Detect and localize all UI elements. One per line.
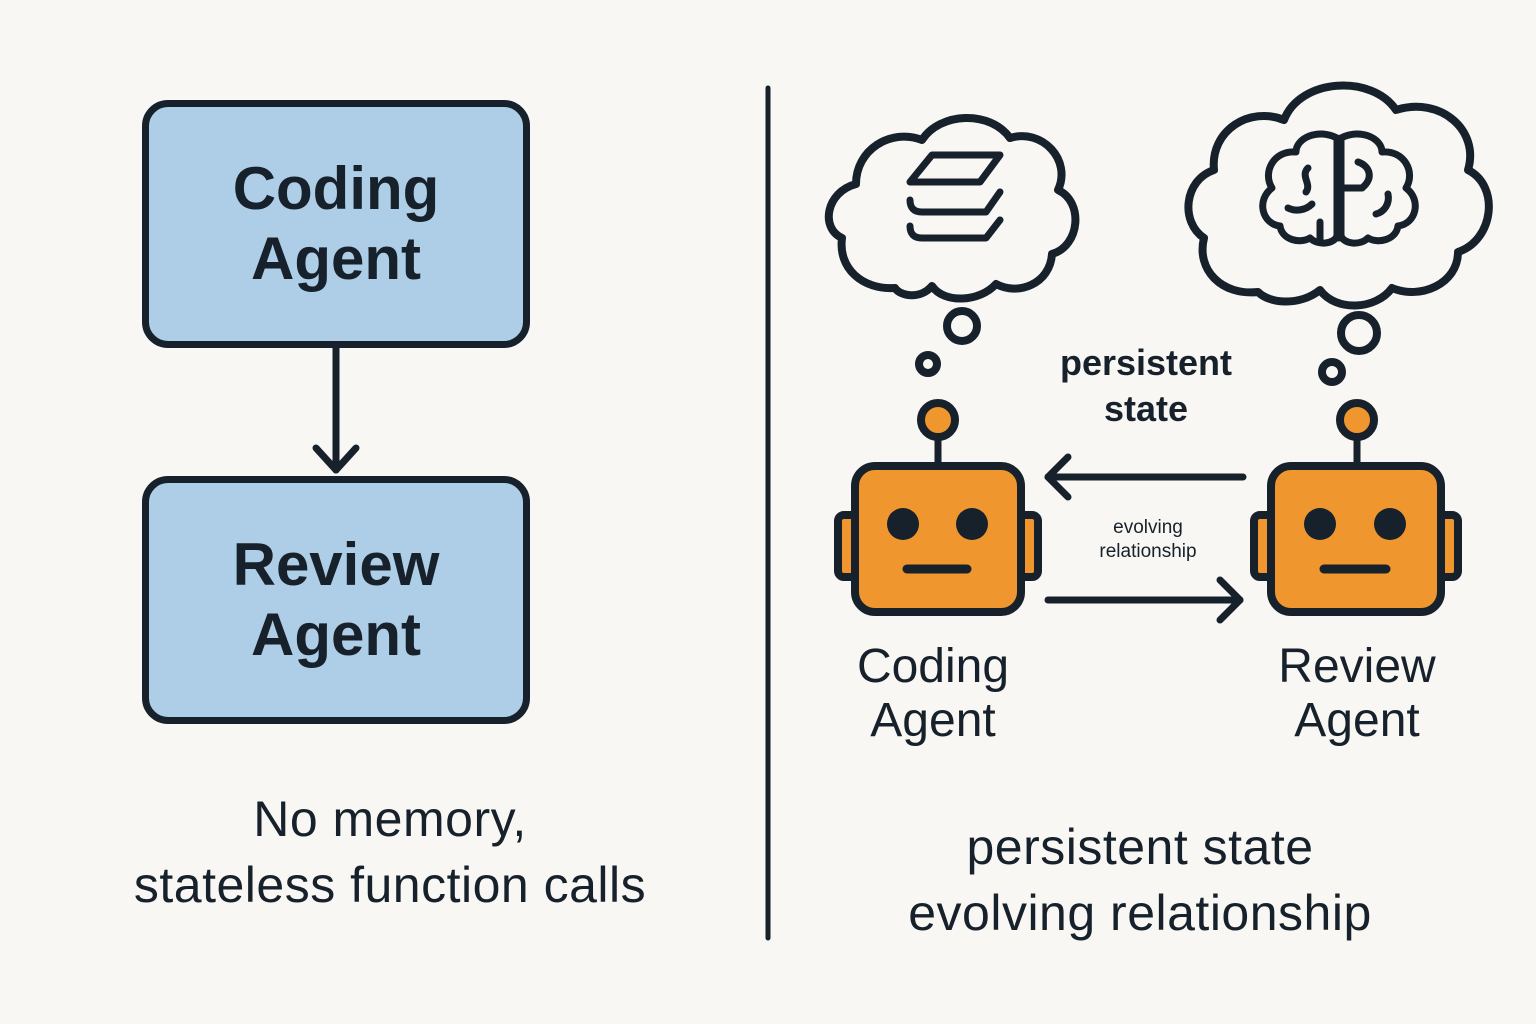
down-arrow: [312, 341, 360, 474]
left-caption-line2: stateless function calls: [133, 857, 647, 913]
right-caption-line2: evolving relationship: [908, 885, 1372, 941]
persistent-state-label-line2: state: [1103, 388, 1189, 429]
left-caption: No memory, stateless function calls: [40, 786, 740, 918]
right-caption: persistent state evolving relationship: [800, 814, 1480, 946]
robot-coding: [834, 399, 1042, 616]
review-agent-box: Review Agent: [142, 476, 530, 724]
persistent-state-label-line1: persistent: [1059, 342, 1233, 383]
thought-cloud-coding: [824, 114, 1080, 377]
evolving-relationship-label: evolving relationship: [1068, 516, 1228, 564]
arrow-coding-to-review: [1044, 576, 1244, 624]
coding-agent-label-line2: Agent: [870, 694, 996, 747]
brain-icon: [1259, 130, 1419, 247]
arrow-review-to-coding: [1044, 453, 1247, 501]
review-agent-label: Review Agent: [1232, 640, 1482, 748]
review-agent-label-line2: Agent: [1294, 694, 1420, 747]
left-caption-line1: No memory,: [253, 791, 527, 847]
evolving-relationship-label-line1: evolving: [1113, 517, 1183, 538]
stack-layers-icon: [906, 151, 1004, 242]
coding-agent-box-line1: Coding: [232, 155, 440, 222]
persistent-state-label: persistent state: [1030, 340, 1262, 432]
evolving-relationship-label-line2: relationship: [1099, 541, 1197, 562]
coding-agent-box-line2: Agent: [251, 225, 421, 292]
coding-agent-box: Coding Agent: [142, 100, 530, 348]
coding-agent-label: Coding Agent: [808, 640, 1058, 748]
robot-review: [1250, 399, 1462, 616]
right-caption-line1: persistent state: [966, 819, 1314, 875]
review-agent-box-line1: Review: [232, 531, 440, 598]
review-agent-label-line1: Review: [1278, 640, 1436, 693]
review-agent-box-line2: Agent: [251, 601, 421, 668]
coding-agent-label-line1: Coding: [856, 640, 1010, 693]
